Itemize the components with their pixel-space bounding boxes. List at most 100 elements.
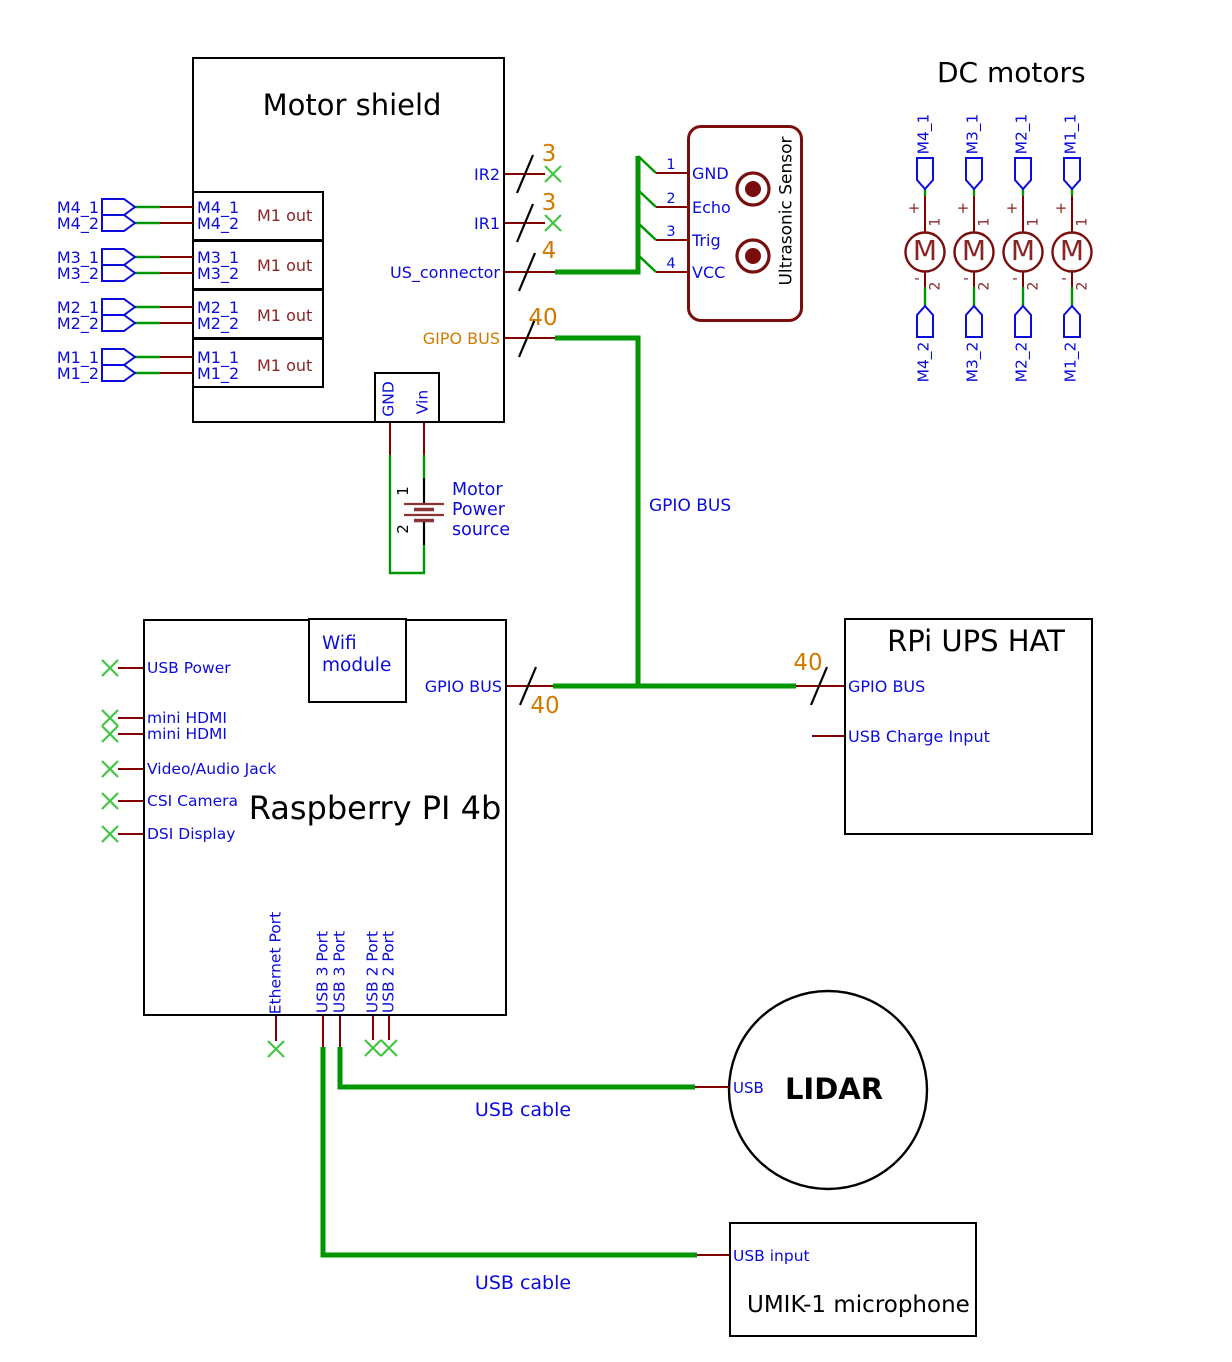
us-pin-label: Echo [692,198,731,217]
flag-label: M2_2 [56,314,99,333]
flag-label: M3_1 [56,248,99,267]
bus-width-label: 3 [541,141,557,167]
motor-m-letter: M [1010,234,1036,267]
bus-width-label: 40 [793,650,823,676]
port-label: M3_2 [197,264,240,283]
port-label: M4_1 [197,198,240,217]
motor-minus-label: - [914,269,920,287]
motor-minus-label: - [1061,269,1067,287]
hier-label-flag-icons [101,157,1081,382]
motor-pin2-label: 2 [1074,281,1091,291]
pin-label-gipo-bus: GIPO BUS [422,329,500,348]
bus-width-label: 40 [528,305,558,331]
umik-title: UMIK-1 microphone [747,1292,970,1318]
usb-cable-label: USB cable [474,1099,572,1121]
bus-width-label: 40 [530,693,560,719]
flag-label: M4_1 [56,198,99,217]
rpi-bottom-pin-label: USB 2 Port [379,930,398,1014]
m-out-label: M1 out [257,356,313,375]
bus-width-label: 3 [541,190,557,216]
power-source-label: source [452,520,511,540]
motor-pin2-label: 2 [1025,281,1042,291]
wifi-module-label: module [322,655,392,676]
wifi-module-box [308,618,407,703]
vin-pin-label: Vin [413,389,432,415]
motor-m-letter: M [912,234,938,267]
gpio-bus-wire-label: GPIO BUS [649,496,732,516]
rpi-gpio-pin-label: GPIO BUS [424,677,502,696]
m-out-label: M1 out [257,306,313,325]
m-out-label: M1 out [257,256,313,275]
lidar-usb-pin-label: USB [733,1079,764,1097]
motor-minus-label: - [963,269,969,287]
us-pin-label: GND [692,164,729,183]
motor-output-block [192,191,324,241]
us-pin-number: 3 [666,224,676,240]
umik-usb-pin-label: USB input [733,1247,810,1265]
motor-pin2-label: 2 [976,281,993,291]
umik-box [729,1222,977,1337]
us-pin-number: 1 [666,157,676,173]
flag-label: M2_1 [56,298,99,317]
us-pin-number: 2 [666,191,676,207]
battery-icon [404,478,444,545]
port-label: M3_1 [197,248,240,267]
motor-minus-label: - [1012,269,1018,287]
motor-flag-label: M3_2 [963,341,982,383]
us-pin-label: VCC [692,263,726,282]
rpi-bottom-pin-label: Ethernet Port [266,911,285,1015]
rpi-bottom-pin-label: USB 3 Port [313,930,332,1014]
lidar-title: LIDAR [784,1072,884,1106]
flag-label: M1_1 [56,348,99,367]
pin-label-ir1: IR1 [473,214,500,233]
flag-label: M4_2 [56,214,99,233]
ups-hat-box [844,618,1093,835]
rpi-pin-label: USB Power [147,659,231,677]
bus-width-label: 4 [541,238,557,264]
rpi-pin-label: mini HDMI [147,709,227,727]
motor-plus-label: + [1054,199,1068,217]
ultrasonic-sensor-box [687,125,803,322]
motor-pin1-label: 1 [1025,217,1042,227]
battery-pin2-label: 2 [393,524,412,534]
ultrasonic-title: Ultrasonic Sensor [776,136,797,286]
motor-flag-label: M1_1 [1061,113,1080,155]
motor-m-letter: M [961,234,987,267]
no-connect-icons [101,165,562,1058]
motor-shield-title: Motor shield [262,88,442,122]
motor-flag-label: M2_1 [1012,113,1031,155]
ups-hat-title: RPi UPS HAT [887,624,1065,658]
us-pin-label: Trig [692,231,721,250]
port-label: M1_2 [197,364,240,383]
flag-label: M3_2 [56,264,99,283]
motor-flag-label: M4_2 [914,341,933,383]
port-label: M1_1 [197,348,240,367]
usb-cable-label: USB cable [474,1272,572,1294]
flag-label: M1_2 [56,364,99,383]
motor-plus-label: + [1005,199,1019,217]
rpi-bottom-pin-label: USB 3 Port [330,930,349,1014]
port-label: M2_2 [197,314,240,333]
dc-motors-title: DC motors [937,56,1086,89]
rpi-pin-label: Video/Audio Jack [147,760,277,778]
ups-charge-pin-label: USB Charge Input [848,727,990,746]
motor-flag-label: M3_1 [963,113,982,155]
port-label: M4_2 [197,214,240,233]
motor-pin1-label: 1 [1074,217,1091,227]
motor-flag-label: M2_2 [1012,341,1031,383]
rpi-pin-label: mini HDMI [147,725,227,743]
green-wires [135,155,1074,575]
motor-m-letter: M [1059,234,1085,267]
ultrasonic-eye-icons [735,171,771,274]
ups-gpio-pin-label: GPIO BUS [848,677,926,696]
lidar-circle [727,989,929,1191]
motor-plus-label: + [907,199,921,217]
rpi-pin-label: DSI Display [147,825,236,843]
wifi-module-label: Wifi [322,633,357,654]
motor-output-block [192,338,324,388]
motor-pin1-label: 1 [927,217,944,227]
motor-pin2-label: 2 [927,281,944,291]
